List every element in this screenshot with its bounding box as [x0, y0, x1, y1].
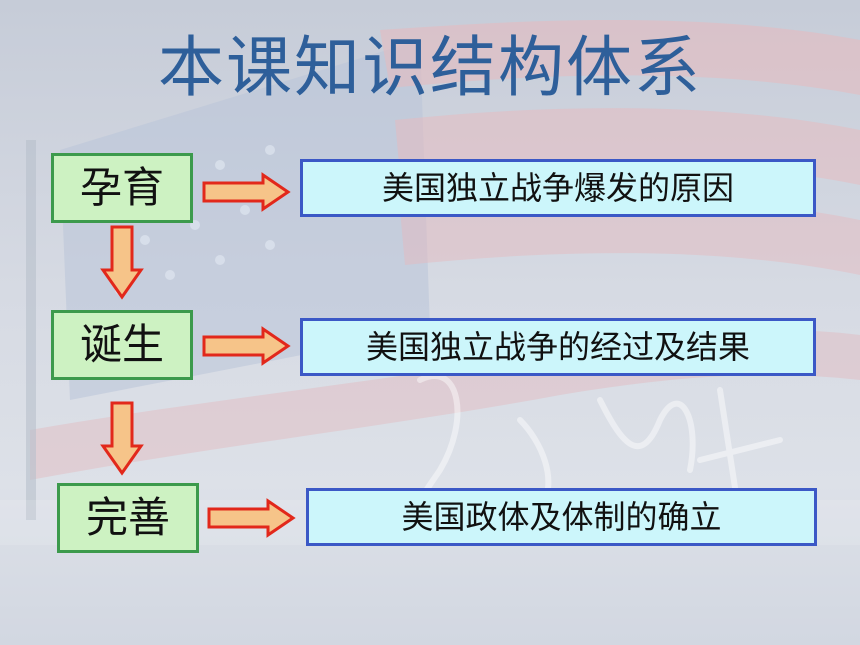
- right-arrow-icon: [202, 326, 291, 366]
- down-arrow-icon: [100, 225, 144, 300]
- down-arrow-icon: [100, 401, 144, 476]
- stage-box-improvement: 完善: [57, 483, 199, 553]
- result-box-establishment: 美国政体及体制的确立: [306, 488, 817, 546]
- result-box-causes: 美国独立战争爆发的原因: [300, 159, 816, 217]
- right-arrow-icon: [202, 172, 291, 212]
- stage-box-gestation: 孕育: [51, 153, 193, 223]
- result-box-course: 美国独立战争的经过及结果: [300, 318, 816, 376]
- right-arrow-icon: [207, 498, 296, 538]
- stage-box-birth: 诞生: [51, 310, 193, 380]
- page-title: 本课知识结构体系: [158, 29, 702, 106]
